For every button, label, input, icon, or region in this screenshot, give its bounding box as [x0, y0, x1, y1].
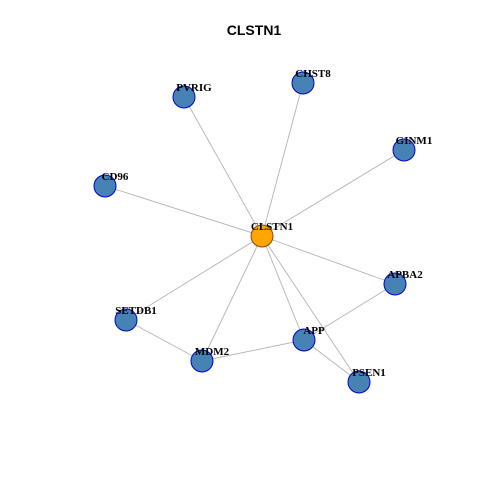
edge-clstn1-mdm2	[201, 235, 263, 362]
node-label-ginm1: GINM1	[396, 135, 433, 147]
node-clstn1	[250, 224, 274, 248]
edge-mdm2-app	[201, 339, 305, 362]
edge-clstn1-pvrig	[183, 96, 263, 237]
edge-app-psen1	[303, 339, 360, 383]
node-cd96	[93, 174, 117, 198]
edge-clstn1-chst8	[261, 82, 304, 237]
node-app	[292, 328, 316, 352]
edge-clstn1-setdb1	[125, 235, 263, 321]
edge-app-apba2	[303, 283, 396, 341]
node-chst8	[291, 71, 315, 95]
edge-clstn1-ginm1	[261, 149, 405, 237]
edge-layer	[104, 82, 405, 383]
node-label-chst8: CHST8	[295, 68, 331, 80]
node-label-pvrig: PVRIG	[176, 82, 212, 94]
edge-clstn1-apba2	[261, 235, 396, 285]
edge-clstn1-cd96	[104, 185, 263, 237]
edge-clstn1-app	[261, 235, 305, 341]
node-label-cd96: CD96	[102, 171, 129, 183]
node-setdb1	[114, 308, 138, 332]
node-psen1	[347, 370, 371, 394]
node-layer	[93, 71, 416, 394]
edge-clstn1-psen1	[261, 235, 360, 383]
node-label-psen1: PSEN1	[352, 367, 386, 379]
node-label-setdb1: SETDB1	[115, 305, 157, 317]
node-label-app: APP	[303, 325, 325, 337]
node-label-mdm2: MDM2	[195, 346, 230, 358]
node-label-clstn1: CLSTN1	[251, 221, 293, 233]
diagram-title: CLSTN1	[227, 22, 282, 38]
node-label-apba2: APBA2	[387, 269, 423, 281]
node-pvrig	[172, 85, 196, 109]
node-mdm2	[190, 349, 214, 373]
node-apba2	[383, 272, 407, 296]
node-ginm1	[392, 138, 416, 162]
edge-setdb1-mdm2	[125, 319, 203, 362]
